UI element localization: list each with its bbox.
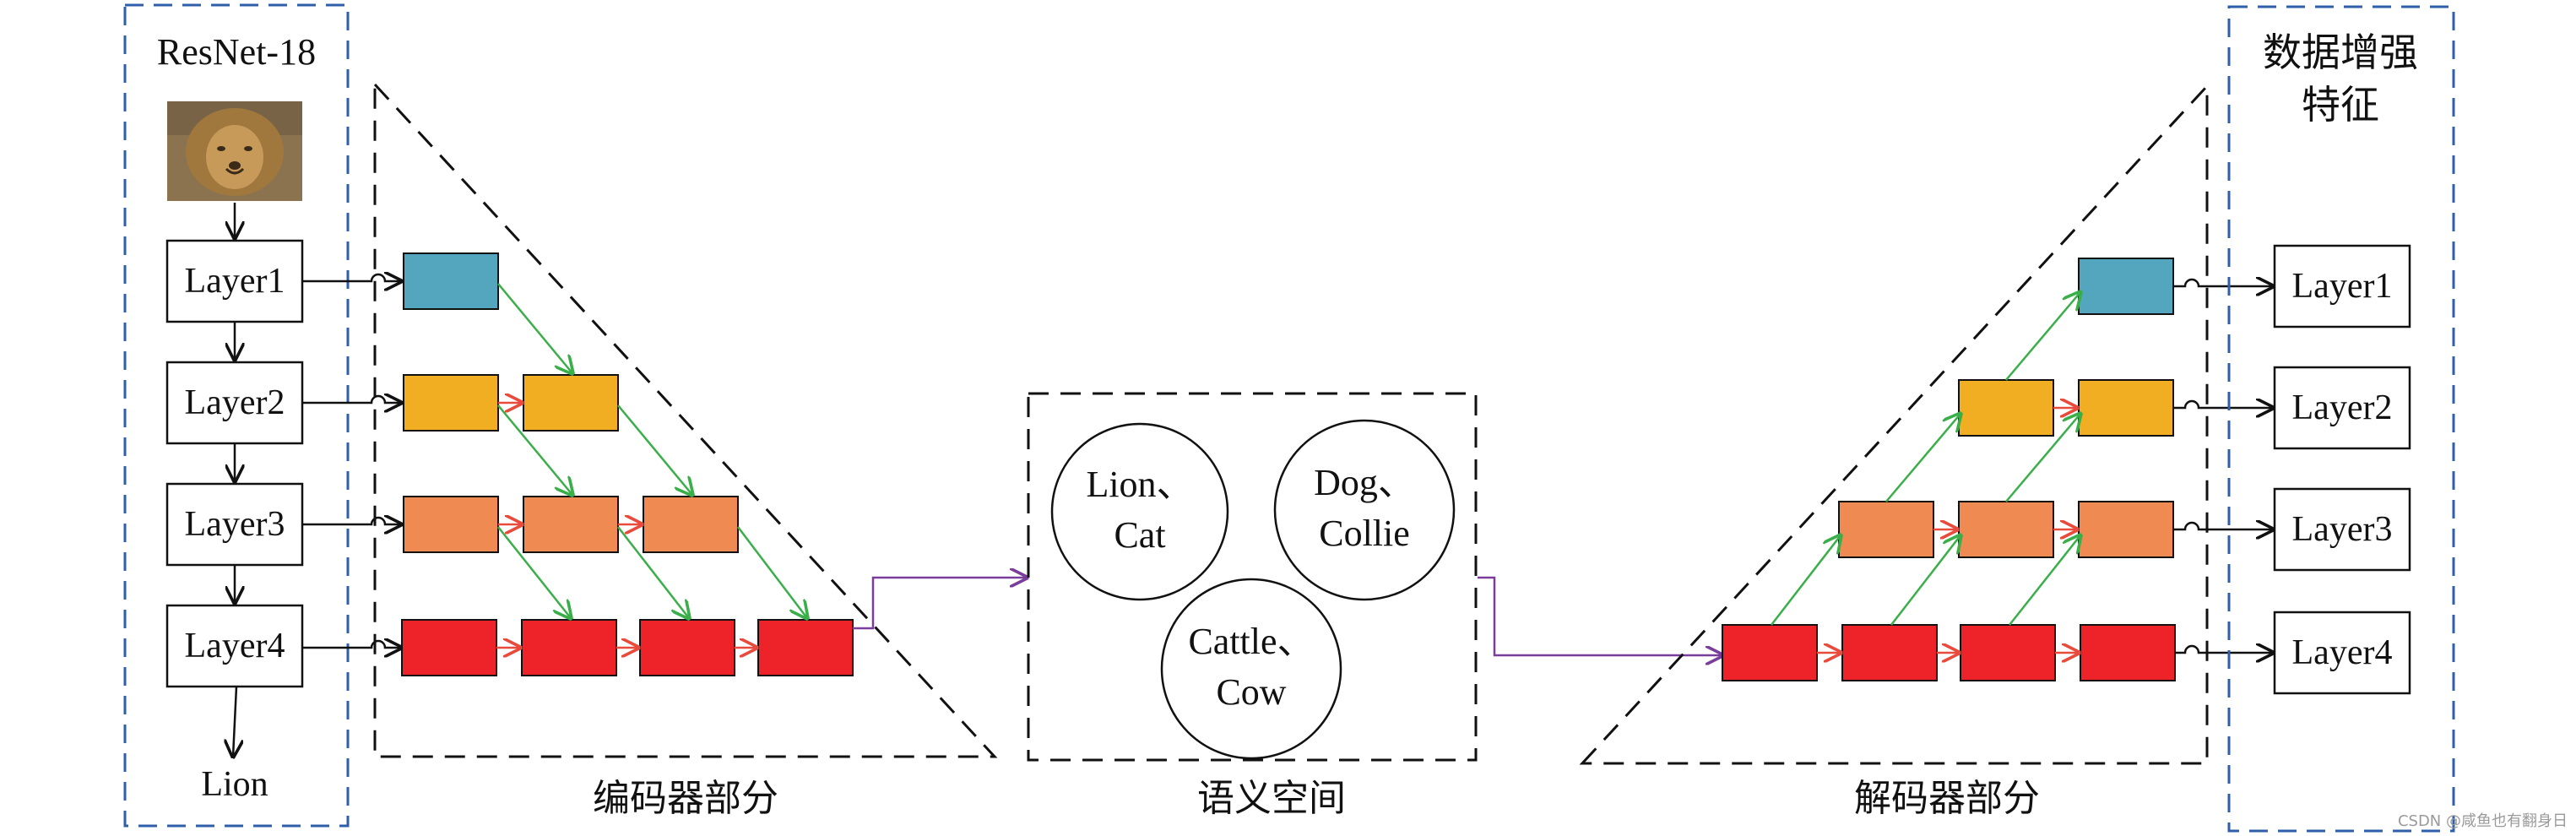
encoder-block-l4-3 xyxy=(640,620,735,676)
output-title-line1: 数据增强 xyxy=(2263,30,2418,75)
output-layer1-label: Layer1 xyxy=(2292,267,2393,306)
resnet-title: ResNet-18 xyxy=(157,31,316,73)
encoder-caption: 编码器部分 xyxy=(593,777,778,820)
encoder-block-l1-1 xyxy=(404,253,498,309)
semantic-cattle-cow-line2: Cow xyxy=(1216,671,1286,713)
decoder-block-l4-3 xyxy=(1960,625,2055,681)
decoder-block-l4-1 xyxy=(1722,625,1817,681)
encoder-layer4-box: Layer4 xyxy=(167,605,302,687)
decoder-block-l3-1 xyxy=(1839,502,1933,557)
encoder-block-l2-1 xyxy=(404,375,498,431)
encoder-block-l4-4 xyxy=(758,620,853,676)
encoder-block-l4-2 xyxy=(522,620,616,676)
output-layer2-box: Layer2 xyxy=(2275,367,2410,448)
decoder-block-l4-2 xyxy=(1842,625,1937,681)
semantic-cattle-cow-line1: Cattle、 xyxy=(1188,621,1314,662)
decoder-block-l4-4 xyxy=(2080,625,2175,681)
encoder-layer3-box: Layer3 xyxy=(167,484,302,565)
decoder-caption: 解码器部分 xyxy=(1854,777,2040,820)
encoder-layer1-label: Layer1 xyxy=(185,262,285,301)
encoder-block-l3-2 xyxy=(523,497,618,552)
output-layer3-label: Layer3 xyxy=(2292,510,2393,549)
output-layer2-label: Layer2 xyxy=(2292,388,2393,427)
output-layer1-box: Layer1 xyxy=(2275,246,2410,327)
semantic-lion-cat-line2: Cat xyxy=(1114,514,1165,556)
encoder-block-l3-3 xyxy=(643,497,738,552)
encoder-layer4-label: Layer4 xyxy=(185,627,285,665)
lion-image xyxy=(167,101,302,201)
encoder-block-l3-1 xyxy=(404,497,498,552)
lion-output-label: Lion xyxy=(201,765,268,804)
encoder-to-semantic-arrow xyxy=(853,578,1027,628)
output-title-line2: 特征 xyxy=(2302,82,2379,128)
decoder-block-l2-2 xyxy=(2079,380,2173,436)
decoder-block-l3-2 xyxy=(1959,502,2053,557)
watermark: CSDN @咸鱼也有翻身日 xyxy=(2398,809,2568,831)
decoder-block-l1-1 xyxy=(2079,258,2173,314)
encoder-block-l2-2 xyxy=(523,375,618,431)
semantic-circle-dog-collie xyxy=(1275,421,1454,600)
decoder-block-l2-1 xyxy=(1959,380,2053,436)
semantic-dog-collie-line1: Dog、 xyxy=(1314,462,1415,503)
semantic-space-caption: 语义空间 xyxy=(1197,777,1346,820)
semantic-dog-collie-line2: Collie xyxy=(1319,513,1410,554)
output-layer4-label: Layer4 xyxy=(2292,633,2393,672)
semantic-circle-lion-cat xyxy=(1052,424,1228,600)
output-layer3-box: Layer3 xyxy=(2275,489,2410,570)
encoder-layer1-box: Layer1 xyxy=(167,241,302,322)
encoder-block-l4-1 xyxy=(402,620,496,676)
decoder-block-l3-3 xyxy=(2079,502,2173,557)
decoder-green-arrows xyxy=(1771,292,2080,625)
encoder-layer2-label: Layer2 xyxy=(185,383,285,422)
encoder-layer2-box: Layer2 xyxy=(167,362,302,443)
encoder-layer3-label: Layer3 xyxy=(185,505,285,544)
semantic-to-decoder-arrow xyxy=(1478,578,1722,655)
semantic-lion-cat-line1: Lion、 xyxy=(1086,464,1193,505)
output-layer4-box: Layer4 xyxy=(2275,612,2410,693)
semantic-circle-cattle-cow xyxy=(1162,579,1341,758)
encoder-green-arrows xyxy=(498,284,807,618)
